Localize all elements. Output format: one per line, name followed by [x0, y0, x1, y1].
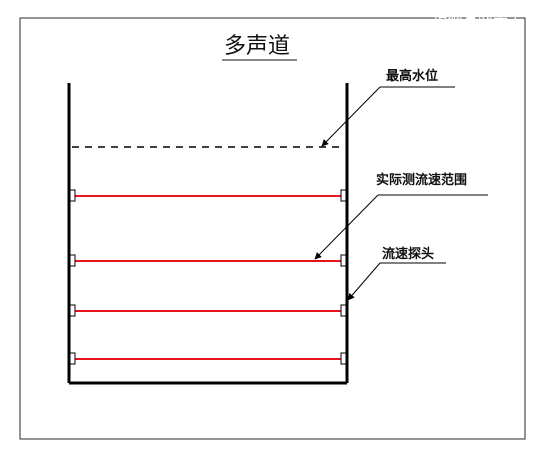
velocity-path-2	[69, 254, 347, 267]
probe-left-1	[69, 189, 76, 202]
probe-right-3	[340, 304, 347, 317]
velocity-path-1	[69, 189, 347, 202]
label-velocity-probe: 流速探头	[382, 246, 434, 262]
probe-right-4	[340, 352, 347, 365]
leader-arrow-velocity-range	[314, 194, 379, 260]
watermark-text: 搜狐号@羊工	[433, 7, 523, 25]
probe-right-2	[340, 254, 347, 267]
diagram-frame	[19, 17, 526, 440]
probe-left-3	[69, 304, 76, 317]
velocity-path-4	[69, 352, 347, 365]
probe-right-1	[340, 189, 347, 202]
leader-arrow-velocity-probe	[347, 262, 381, 301]
label-measured-velocity-range: 实际测流速范围	[376, 172, 467, 188]
velocity-path-3	[69, 304, 347, 317]
channel-outline	[67, 83, 349, 385]
label-max-water-level: 最高水位	[386, 68, 438, 84]
probe-left-4	[69, 352, 76, 365]
leader-arrow-max-water-level	[321, 86, 381, 147]
callout-max-water-level: 最高水位	[321, 68, 455, 147]
diagram-title: 多声道	[224, 34, 290, 59]
callout-measured-velocity-range: 实际测流速范围	[314, 172, 488, 260]
callout-velocity-probe: 流速探头	[347, 246, 446, 301]
velocity-paths	[69, 189, 347, 365]
probe-left-2	[69, 254, 76, 267]
